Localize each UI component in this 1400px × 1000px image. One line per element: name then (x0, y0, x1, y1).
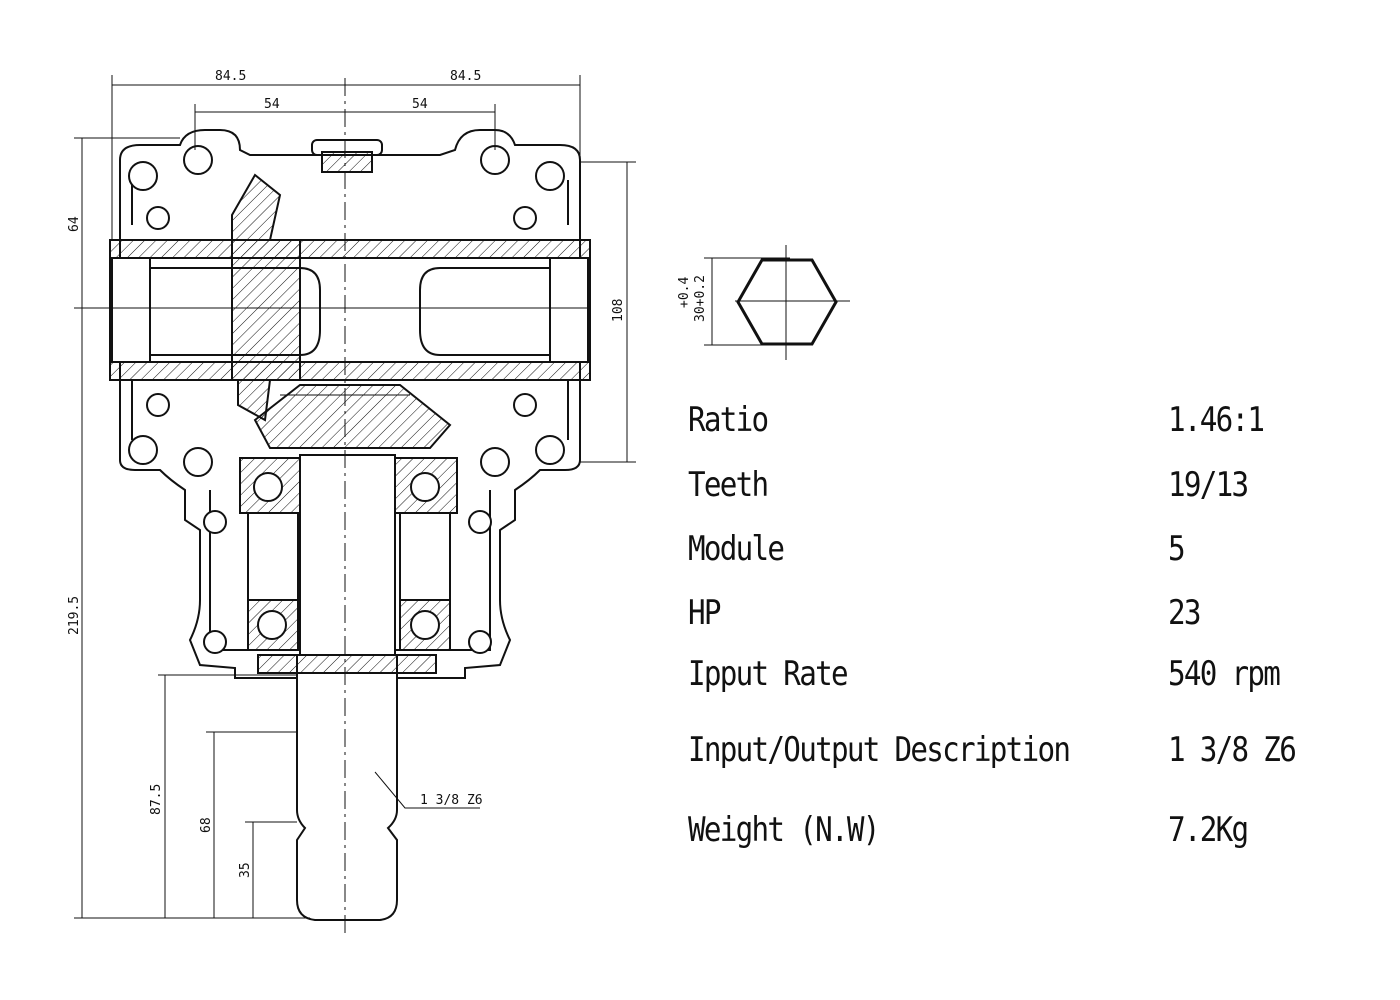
hex-size: 30+0.2 (693, 275, 708, 322)
hex-profile (736, 258, 838, 346)
dim-219-5: 219.5 (67, 596, 82, 635)
spec-label-input-rate: Ipput Rate (688, 654, 849, 694)
spline-callout: 1 3/8 Z6 (420, 793, 483, 808)
spec-value-weight: 7.2Kg (1168, 810, 1249, 850)
dim-64: 64 (67, 216, 82, 232)
dim-87-5: 87.5 (149, 784, 164, 815)
top-cap (311, 139, 383, 173)
spec-value-ratio: 1.46:1 (1168, 400, 1265, 440)
spec-label-io-description: Input/Output Description (688, 730, 1071, 770)
spec-label-hp: HP (688, 593, 721, 633)
spec-value-hp: 23 (1168, 593, 1201, 633)
dim-68: 68 (199, 817, 214, 833)
spec-label-weight: Weight (N.W) (688, 810, 880, 850)
spec-value-module: 5 (1168, 529, 1186, 569)
spec-label-ratio: Ratio (688, 400, 769, 440)
dim-108: 108 (611, 299, 626, 322)
dim-35: 35 (238, 862, 253, 878)
spec-label-module: Module (688, 529, 785, 569)
dim-54-left: 54 (264, 97, 280, 112)
dim-84-5-left: 84.5 (215, 69, 246, 84)
dim-54-right: 54 (412, 97, 428, 112)
spec-value-input-rate: 540 rpm (1168, 654, 1281, 694)
hex-tolerance: +0.4 (677, 277, 692, 308)
dim-84-5-right: 84.5 (450, 69, 481, 84)
bevel-gear (231, 173, 452, 449)
spec-value-teeth: 19/13 (1168, 465, 1249, 505)
spec-label-teeth: Teeth (688, 465, 769, 505)
housing-outline (119, 129, 581, 679)
spec-value-io-description: 1 3/8 Z6 (1168, 730, 1297, 770)
spec-table: Ratio 1.46:1 Teeth 19/13 Module 5 HP 23 … (688, 0, 1388, 1000)
horizontal-shaft (109, 239, 591, 381)
bolt-holes (128, 145, 565, 654)
